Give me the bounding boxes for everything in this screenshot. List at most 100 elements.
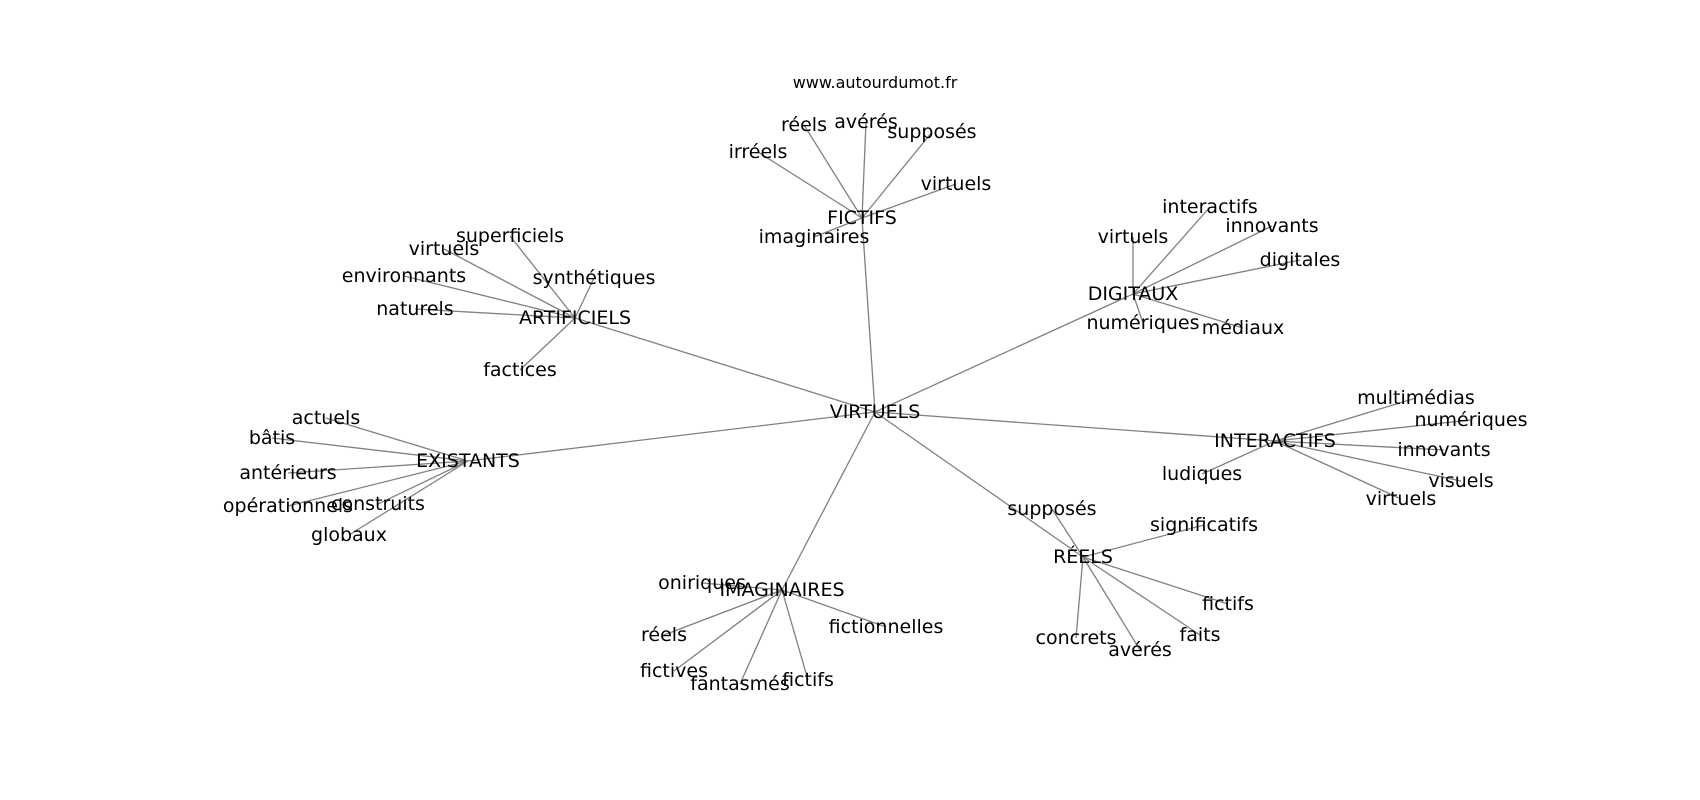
edge-existants-1 [271, 437, 469, 462]
edge-center-fictifs [861, 217, 876, 413]
edge-fictifs-0 [757, 151, 863, 219]
word-node-digitaux-1[interactable]: virtuels [1098, 226, 1169, 248]
word-node-imaginaires-2[interactable]: fictionnelles [829, 616, 944, 638]
word-node-reels-0[interactable]: supposés [1007, 498, 1096, 520]
edge-reels-4 [1075, 556, 1084, 639]
word-node-existants-2[interactable]: antérieurs [239, 462, 336, 484]
edge-interactifs-0 [1274, 397, 1417, 442]
edge-artificiels-2 [403, 275, 576, 319]
word-node-imaginaires-1[interactable]: réels [641, 624, 687, 646]
word-node-artificiels-3[interactable]: synthétiques [533, 267, 656, 289]
word-node-interactifs-0[interactable]: multimédias [1357, 387, 1475, 409]
word-node-digitaux-5[interactable]: médiaux [1202, 317, 1284, 339]
edge-existants-0 [325, 417, 469, 462]
edge-reels-2 [1082, 556, 1229, 605]
word-node-fictifs-2[interactable]: avérés [834, 111, 898, 133]
word-node-digitaux-0[interactable]: interactifs [1162, 196, 1258, 218]
word-node-digitaux-3[interactable]: digitales [1260, 249, 1341, 271]
edge-imaginaires-3 [673, 589, 783, 672]
word-node-digitaux-4[interactable]: numériques [1086, 312, 1199, 334]
edge-reels-5 [1082, 556, 1141, 651]
group-node-digitaux[interactable]: DIGITAUX [1088, 283, 1179, 305]
group-node-fictifs[interactable]: FICTIFS [827, 207, 897, 229]
edge-center-reels [874, 411, 1084, 558]
word-node-reels-5[interactable]: avérés [1108, 639, 1172, 661]
edge-imaginaires-4 [739, 589, 783, 685]
word-node-reels-3[interactable]: faits [1180, 624, 1221, 646]
word-node-interactifs-2[interactable]: innovants [1397, 439, 1490, 461]
word-node-reels-4[interactable]: concrets [1036, 627, 1117, 649]
edge-artificiels-5 [519, 317, 576, 371]
word-node-reels-1[interactable]: significatifs [1150, 514, 1258, 536]
group-node-artificiels[interactable]: ARTIFICIELS [519, 307, 631, 329]
edge-center-artificiels [574, 317, 876, 413]
edge-imaginaires-5 [781, 589, 809, 681]
word-node-imaginaires-5[interactable]: fictifs [782, 669, 834, 691]
edge-digitaux-2 [1132, 225, 1273, 295]
word-node-imaginaires-4[interactable]: fantasmés [690, 673, 789, 695]
edge-interactifs-1 [1274, 419, 1472, 442]
word-node-imaginaires-0[interactable]: oniriques [658, 572, 746, 594]
edge-existants-3 [287, 460, 469, 507]
edge-digitaux-0 [1132, 206, 1211, 295]
word-node-fictifs-3[interactable]: supposés [887, 121, 976, 143]
edge-artificiels-4 [414, 308, 576, 319]
word-node-fictifs-5[interactable]: imaginaires [759, 226, 870, 248]
word-node-existants-5[interactable]: globaux [311, 524, 387, 546]
word-node-existants-3[interactable]: opérationnels [223, 495, 353, 517]
word-node-interactifs-5[interactable]: virtuels [1366, 488, 1437, 510]
word-node-existants-0[interactable]: actuels [292, 407, 360, 429]
edge-artificiels-1 [443, 248, 576, 319]
edge-reels-3 [1082, 556, 1201, 636]
word-node-artificiels-0[interactable]: superficiels [456, 225, 564, 247]
group-node-interactifs[interactable]: INTERACTIFS [1214, 430, 1336, 452]
edge-digitaux-3 [1132, 259, 1301, 295]
word-node-existants-4[interactable]: construits [331, 493, 425, 515]
edge-fictifs-5 [813, 217, 863, 238]
word-node-artificiels-4[interactable]: naturels [376, 298, 453, 320]
edge-existants-2 [287, 460, 469, 474]
edge-interactifs-5 [1274, 440, 1402, 500]
edge-reels-0 [1051, 508, 1084, 558]
edge-imaginaires-2 [781, 589, 887, 628]
word-node-artificiels-1[interactable]: virtuels [409, 238, 480, 260]
group-node-reels[interactable]: RÉELS [1053, 545, 1113, 568]
edge-existants-4 [377, 460, 469, 505]
edge-center-imaginaires [781, 411, 876, 591]
edge-fictifs-3 [861, 131, 933, 219]
edge-fictifs-1 [803, 124, 863, 219]
edge-interactifs-4 [1274, 440, 1462, 482]
word-node-existants-1[interactable]: bâtis [249, 427, 295, 449]
edge-fictifs-2 [861, 121, 867, 219]
word-node-fictifs-4[interactable]: virtuels [921, 173, 992, 195]
word-node-interactifs-1[interactable]: numériques [1414, 409, 1527, 431]
edge-interactifs-2 [1274, 440, 1445, 451]
edge-artificiels-3 [574, 277, 595, 319]
source-url[interactable]: www.autourdumot.fr [792, 73, 958, 92]
word-node-digitaux-2[interactable]: innovants [1225, 215, 1318, 237]
edge-center-interactifs [874, 411, 1276, 442]
edge-digitaux-5 [1132, 293, 1244, 329]
center-node[interactable]: VIRTUELS [830, 401, 921, 423]
edge-existants-5 [348, 460, 469, 536]
word-node-artificiels-5[interactable]: factices [483, 359, 557, 381]
word-node-fictifs-0[interactable]: irréels [729, 141, 788, 163]
group-node-existants[interactable]: EXISTANTS [416, 450, 520, 472]
word-node-artificiels-2[interactable]: environnants [342, 265, 466, 287]
edges-layer [271, 121, 1472, 685]
edge-interactifs-3 [1201, 440, 1276, 475]
word-node-interactifs-4[interactable]: visuels [1428, 470, 1493, 492]
edge-fictifs-4 [861, 183, 957, 219]
word-node-fictifs-1[interactable]: réels [781, 114, 827, 136]
edge-digitaux-4 [1132, 293, 1144, 324]
edge-center-digitaux [874, 293, 1134, 413]
edge-imaginaires-0 [701, 582, 783, 591]
group-node-imaginaires[interactable]: IMAGINAIRES [719, 579, 844, 601]
word-node-reels-2[interactable]: fictifs [1202, 593, 1254, 615]
edge-reels-1 [1082, 524, 1205, 558]
word-node-interactifs-3[interactable]: ludiques [1162, 463, 1242, 485]
edge-artificiels-0 [509, 235, 576, 319]
word-node-imaginaires-3[interactable]: fictives [640, 660, 708, 682]
